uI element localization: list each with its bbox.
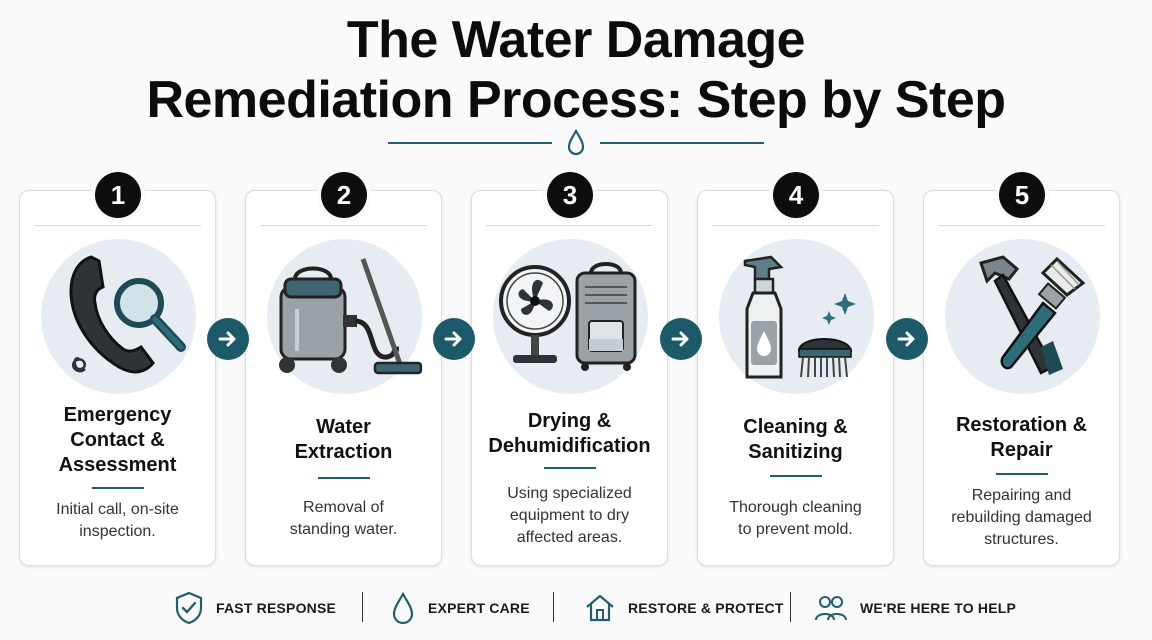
step-1-illustration — [41, 239, 196, 394]
step-1-title: Emergency Contact & Assessment — [58, 404, 177, 476]
step-card-4: Cleaning & Sanitizing Thorough cleaning … — [697, 190, 894, 566]
arrow-right-icon — [897, 331, 915, 347]
title-line-1: The Water Damage — [346, 11, 806, 69]
step-card-5: Restoration & Repair Repairing and rebui… — [923, 190, 1120, 566]
arrow-right-icon — [218, 331, 236, 347]
phone-magnifier-icon — [69, 255, 186, 374]
water-drop-icon — [567, 128, 585, 156]
arrow-step-2-to-3 — [433, 318, 475, 360]
footer-item-here-to-help: WE'RE HERE TO HELP — [814, 588, 1016, 628]
wet-vacuum-icon — [279, 258, 422, 375]
step-3-number-badge: 3 — [547, 172, 593, 218]
hammer-paintbrush-icon — [979, 255, 1086, 375]
house-icon — [586, 594, 614, 622]
footer-features: FAST RESPONSE EXPERT CARE RESTORE & PROT… — [0, 588, 1152, 628]
step-4-illustration — [719, 239, 874, 394]
step-5-illustration — [945, 239, 1100, 394]
step-3-illustration — [493, 239, 648, 394]
step-2-number-badge: 2 — [321, 172, 367, 218]
footer-item-expert-care: EXPERT CARE — [390, 588, 530, 628]
footer-item-restore-protect: RESTORE & PROTECT — [584, 588, 784, 628]
title-line-2: Remediation Process: Step by Step — [146, 71, 1006, 129]
footer-item-fast-response: FAST RESPONSE — [174, 588, 336, 628]
step-2-title: Water Extraction — [294, 416, 393, 463]
arrow-step-1-to-2 — [207, 318, 249, 360]
water-drop-icon — [392, 591, 414, 625]
step-card-3: Drying & Dehumidification Using speciali… — [471, 190, 668, 566]
arrow-step-3-to-4 — [660, 318, 702, 360]
spray-brush-icon — [743, 255, 856, 379]
step-3-title: Drying & Dehumidification — [488, 410, 651, 457]
step-4-description: Thorough cleaning to prevent mold. — [729, 499, 862, 538]
arrow-step-4-to-5 — [886, 318, 928, 360]
title-divider — [388, 128, 764, 162]
step-1-description: Initial call, on-site inspection. — [56, 501, 179, 540]
step-5-description: Repairing and rebuilding damaged structu… — [951, 487, 1092, 548]
step-4-number-badge: 4 — [773, 172, 819, 218]
people-icon — [815, 596, 847, 621]
fan-dehumidifier-icon — [499, 262, 637, 371]
step-4-title: Cleaning & Sanitizing — [743, 416, 848, 463]
arrow-right-icon — [444, 331, 462, 347]
arrow-right-icon — [671, 331, 689, 347]
shield-check-icon — [175, 591, 203, 625]
page-title: The Water Damage Remediation Process: St… — [0, 10, 1152, 130]
step-card-1: Emergency Contact & Assessment Initial c… — [19, 190, 216, 566]
step-5-title: Restoration & Repair — [955, 414, 1088, 461]
step-card-2: Water Extraction Removal of standing wat… — [245, 190, 442, 566]
step-2-description: Removal of standing water. — [289, 499, 398, 538]
step-2-illustration — [267, 239, 422, 394]
step-1-number-badge: 1 — [95, 172, 141, 218]
step-5-number-badge: 5 — [999, 172, 1045, 218]
step-3-description: Using specialized equipment to dry affec… — [507, 485, 632, 546]
